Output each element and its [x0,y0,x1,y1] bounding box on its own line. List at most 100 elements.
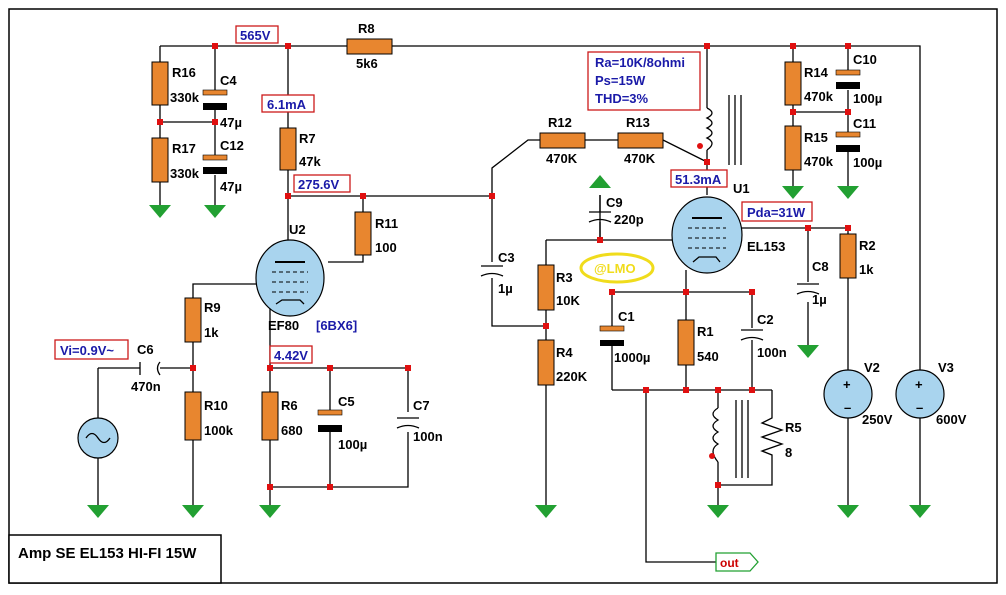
c2-value: 100n [757,345,787,360]
c12-value: 47µ [220,179,242,194]
u2-alt-type: [6BX6] [316,318,357,333]
ground-icon [797,345,819,358]
c11-id: C11 [853,116,876,131]
r3-value: 10K [556,293,580,308]
r1-value: 540 [697,349,719,364]
resistor-r8 [346,38,393,55]
resistor-r11 [354,211,372,256]
r17-value: 330k [170,166,200,181]
r8-value: 5k6 [356,56,378,71]
r4-value: 220K [556,369,588,384]
output-tag [715,552,759,572]
r13-id: R13 [626,115,650,130]
svg-text:–: – [844,400,851,415]
dc-source-v2: + – [823,369,873,419]
ac-source [77,417,119,459]
r12-value: 470K [546,151,578,166]
resistor-r15 [784,125,802,171]
ground-icon [707,505,729,518]
c2-id: C2 [757,312,774,327]
spec-ra: Ra=10K/8ohmi [595,55,685,70]
r14-id: R14 [804,65,829,80]
component-labels: R16 330k R17 330k R7 47k R8 5k6 R11 100 … [131,21,967,460]
c5-id: C5 [338,394,355,409]
c7-value: 100n [413,429,443,444]
r3-id: R3 [556,270,573,285]
resistor-r3 [537,264,555,311]
svg-text:+: + [843,377,851,392]
c4-value: 47µ [220,115,242,130]
current-6-1ma: 6.1mA [267,97,307,112]
c9-id: C9 [606,195,623,210]
watermark-ellipse [579,252,655,284]
current-51-3ma: 51.3mA [675,172,722,187]
svg-text:–: – [916,400,923,415]
dc-source-v3: + – [895,369,945,419]
ground-icon [782,186,804,199]
c4-id: C4 [220,73,237,88]
polarity-dot [709,453,715,459]
r2-id: R2 [859,238,876,253]
c3-value: 1µ [498,281,513,296]
frame [8,8,998,584]
r8-id: R8 [358,21,375,36]
r9-value: 1k [204,325,219,340]
capacitor-c4 [202,89,228,96]
r7-value: 47k [299,154,321,169]
circuit-title: Amp SE EL153 HI-FI 15W [18,545,197,562]
capacitor-c10 [835,69,861,76]
r11-id: R11 [375,216,398,231]
ground-icon [535,505,557,518]
r1-id: R1 [697,324,714,339]
resistor-r2 [839,233,857,279]
c3-id: C3 [498,250,515,265]
v2-value: 250V [862,412,893,427]
resistor-r16 [151,61,169,106]
voltage-565: 565V [240,28,271,43]
polarity-dot [697,143,703,149]
r16-value: 330k [170,90,200,105]
tube-u1 [671,196,743,274]
resistor-r13 [617,132,664,149]
c11-value: 100µ [853,155,882,170]
watermark-text: @LMO [594,261,636,276]
c1-value: 1000µ [614,350,650,365]
voltage-4-42: 4.42V [274,348,308,363]
capacitor-c12 [202,154,228,161]
r13-value: 470K [624,151,656,166]
spec-ps: Ps=15W [595,73,646,88]
r15-id: R15 [804,130,828,145]
resistor-r1 [677,319,695,366]
r12-id: R12 [548,115,572,130]
input-voltage: Vi=0.9V~ [60,343,114,358]
r7-id: R7 [299,131,316,146]
ground-icon [259,505,281,518]
u2-type: EF80 [268,318,299,333]
capacitors [139,69,861,432]
plate-dissipation: Pda=31W [747,205,806,220]
resistors [151,38,857,460]
voltage-275-6: 275.6V [298,177,340,192]
c10-value: 100µ [853,91,882,106]
feedback-arrow-icon [589,175,611,188]
u1-type: EL153 [747,239,785,254]
r5-value: 8 [785,445,792,460]
r11-value: 100 [375,240,397,255]
spec-thd: THD=3% [595,91,649,106]
v3-value: 600V [936,412,967,427]
ground-icon [909,505,931,518]
r14-value: 470k [804,89,834,104]
nodes [157,43,851,490]
ground-icon [182,505,204,518]
ground-icon [837,505,859,518]
c5-value: 100µ [338,437,367,452]
resistor-r10 [184,391,202,441]
svg-text:+: + [915,377,923,392]
grounds [87,175,931,518]
capacitor-c11 [835,131,861,138]
u1-id: U1 [733,181,750,196]
ground-icon [837,186,859,199]
r6-id: R6 [281,398,298,413]
r10-id: R10 [204,398,228,413]
resistor-r4 [537,339,555,386]
